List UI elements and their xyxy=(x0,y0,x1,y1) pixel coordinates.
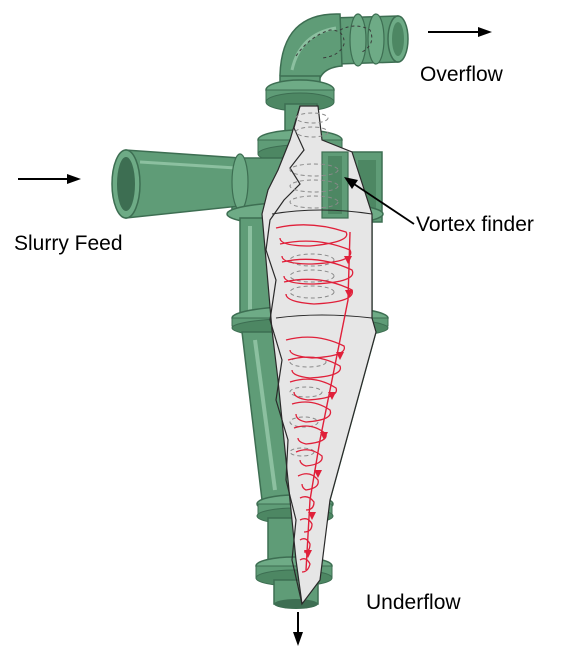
slurry-feed-label: Slurry Feed xyxy=(14,232,123,256)
overflow-arrow xyxy=(428,27,492,37)
overflow-elbow-pipe xyxy=(266,14,408,134)
slurry-feed-arrow xyxy=(18,174,81,184)
slurry-feed-inlet xyxy=(112,150,248,218)
vortex-finder-label: Vortex finder xyxy=(416,213,534,237)
underflow-label: Underflow xyxy=(366,591,461,615)
underflow-arrow xyxy=(293,612,303,646)
overflow-label: Overflow xyxy=(420,63,503,87)
